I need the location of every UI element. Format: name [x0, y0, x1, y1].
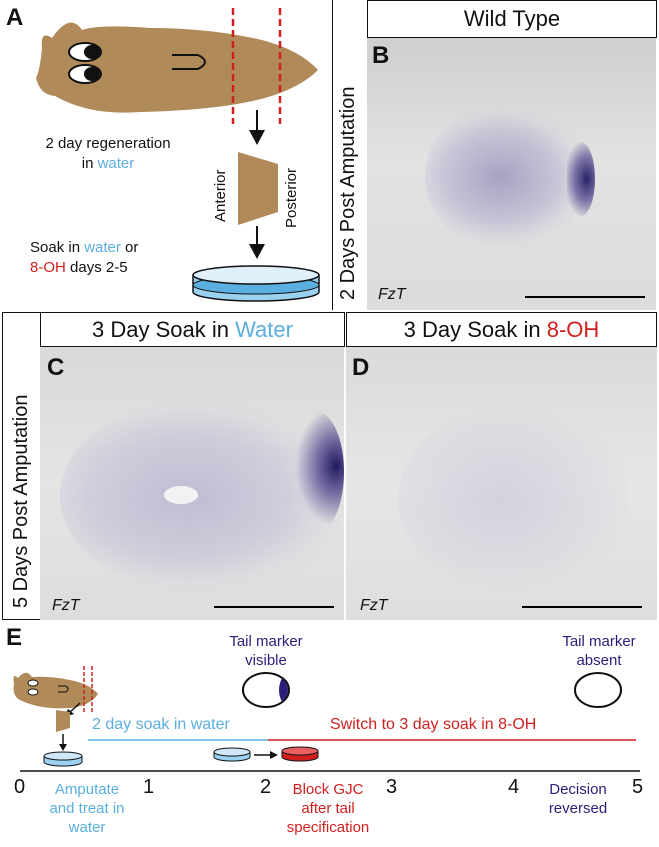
panel-d-header-8oh: 8-OH — [546, 317, 600, 342]
tick-2: 2 — [260, 776, 272, 798]
regeneration-text: 2 day regeneration in water — [18, 134, 198, 174]
small-fragment-icon — [56, 710, 70, 732]
panel-c-scale-bar — [214, 606, 334, 608]
panel-b-side-box — [332, 0, 367, 310]
soak-water: water — [84, 239, 121, 256]
embryo-marker-absent-icon — [574, 672, 622, 708]
tissue-fragment — [238, 152, 278, 225]
panel-d-gene: FzT — [360, 597, 388, 614]
block-line-2: after tail — [301, 800, 355, 817]
marker-absent-line-1: Tail marker — [562, 633, 636, 650]
panel-c-header-prefix: 3 Day Soak in — [92, 317, 236, 342]
marker-visible-line-2: visible — [245, 652, 287, 669]
arrow-down-icon — [59, 744, 67, 751]
wound-spot — [164, 486, 198, 504]
regeneration-water: water — [97, 155, 135, 172]
block-gjc-label: Block GJC after tail specification — [270, 780, 386, 837]
tick-1: 1 — [143, 776, 155, 798]
planarian-worm — [36, 22, 318, 113]
tick-4: 4 — [508, 776, 520, 798]
posterior-label: Posterior — [283, 167, 300, 228]
panel-b-photo — [367, 38, 656, 310]
worm-eye-right — [68, 64, 102, 84]
soak-days: days 2-5 — [65, 259, 128, 276]
tick-5: 5 — [632, 776, 644, 798]
amputate-label: Amputate and treat in water — [32, 780, 142, 837]
arrow-down-icon — [249, 244, 265, 259]
panel-c-label: C — [47, 354, 65, 381]
marker-absent-label: Tail marker absent — [540, 632, 658, 670]
amputate-line-1: Amputate — [54, 781, 120, 798]
panel-c-gene: FzT — [52, 597, 80, 614]
small-worm-icon — [13, 672, 98, 709]
arrow-icon — [64, 709, 74, 717]
regeneration-in: in — [81, 155, 98, 172]
soak-or: or — [120, 239, 139, 256]
arrow-right-icon — [270, 751, 278, 759]
soak-8oh: 8-OH — [30, 259, 66, 276]
panel-a-label: A — [6, 4, 24, 31]
decision-line-2: reversed — [548, 800, 608, 817]
oh-soak-label: Switch to 3 day soak in 8-OH — [330, 716, 537, 733]
panel-b-label: B — [372, 42, 390, 69]
panel-c-header-water: Water — [235, 317, 293, 342]
worm-pharynx — [172, 54, 206, 70]
tail-marker-icon — [279, 678, 288, 702]
panel-b-gene: FzT — [378, 286, 406, 303]
embryo-b — [425, 102, 593, 252]
dish-water-icon — [213, 747, 251, 762]
panel-d-header-prefix: 3 Day Soak in — [403, 317, 547, 342]
water-soak-label: 2 day soak in water — [92, 716, 230, 733]
amputate-line-2: and treat in — [49, 800, 125, 817]
marker-visible-label: Tail marker visible — [206, 632, 326, 670]
small-dish-water-icon — [43, 751, 83, 767]
panel-c-photo — [40, 346, 344, 620]
panel-cd-side-label: 5 Days Post Amputation — [10, 394, 32, 608]
decision-reversed-label: Decision reversed — [528, 780, 628, 818]
panel-d-header: 3 Day Soak in 8-OH — [346, 312, 657, 347]
panel-b-header: Wild Type — [367, 0, 657, 38]
tail-marker-stain-c — [290, 412, 344, 532]
panel-cd-side-box — [2, 312, 40, 620]
amputate-line-3: water — [68, 819, 106, 836]
arrow-down-icon — [249, 130, 265, 145]
tick-0: 0 — [14, 776, 26, 798]
tick-3: 3 — [386, 776, 398, 798]
anterior-label: Anterior — [212, 169, 229, 222]
panel-d-photo — [346, 346, 657, 620]
soak-prefix: Soak in — [30, 239, 85, 256]
block-line-3: specification — [286, 819, 370, 836]
decision-line-1: Decision — [549, 781, 607, 798]
embryo-marker-visible-icon — [242, 672, 290, 708]
dish-8oh-icon — [281, 746, 319, 762]
panel-d-label: D — [352, 354, 370, 381]
panel-c-header: 3 Day Soak in Water — [40, 312, 345, 347]
regeneration-line-1: 2 day regeneration — [45, 135, 171, 152]
panel-b-side-label: 2 Days Post Amputation — [337, 86, 359, 300]
tail-marker-stain-b — [567, 142, 595, 216]
worm-eye-left — [68, 42, 102, 62]
marker-visible-line-1: Tail marker — [229, 633, 303, 650]
block-line-1: Block GJC — [292, 781, 364, 798]
embryo-d — [398, 406, 628, 590]
panel-b-scale-bar — [525, 296, 645, 298]
panel-e-label: E — [6, 624, 23, 651]
soak-text: Soak in water or 8-OH days 2-5 — [30, 238, 220, 278]
panel-d-scale-bar — [522, 606, 642, 608]
marker-absent-line-2: absent — [576, 652, 622, 669]
